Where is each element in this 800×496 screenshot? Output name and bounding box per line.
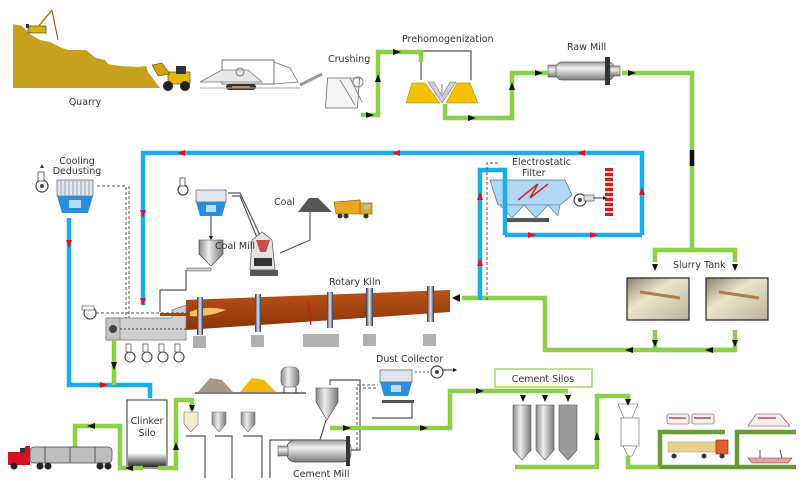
prehomogenization-label: Prehomogenization <box>402 34 494 45</box>
drill-rig-icon <box>26 9 59 41</box>
cooling-label: Cooling <box>59 156 95 167</box>
dust-collector-label: Dust Collector <box>376 354 443 365</box>
flatbed-truck-icon <box>667 439 729 459</box>
separator <box>315 387 339 421</box>
cement-trucks-icon <box>666 413 715 425</box>
dedusting-label: Dedusting <box>53 166 102 177</box>
packing-and-dispatch <box>617 399 796 470</box>
electrostatic-filter-label-2: Filter <box>522 168 546 179</box>
silo-label: Silo <box>138 428 155 439</box>
rotary-kiln-label: Rotary Kiln <box>329 277 381 288</box>
crushing-label: Crushing <box>328 54 370 65</box>
quarry-label: Quarry <box>69 97 102 108</box>
main-fan-icon <box>81 305 97 320</box>
cooler-fan-icons <box>124 343 185 363</box>
rail-wagon-icon <box>747 413 791 427</box>
raw-mill: Raw Mill <box>547 42 621 85</box>
coal-mill-label: Coal Mill <box>215 241 255 252</box>
cement-mill <box>286 439 352 463</box>
coal-label: Coal <box>274 197 295 208</box>
cement-to-silo-line <box>330 388 500 431</box>
coal-pile-icon <box>298 198 332 212</box>
cement-silos-label: Cement Silos <box>512 374 574 385</box>
clinker-silo: Clinker Silo <box>126 399 168 469</box>
wheel-loader-icon <box>151 62 191 91</box>
gas-flow <box>66 150 645 398</box>
vertical-roller-mill-icon <box>249 231 278 276</box>
rail-hopper-car-icon <box>280 366 300 393</box>
cement-mill-area: Dust Collector Cement Mill <box>277 354 457 480</box>
filter-dust-line <box>486 162 500 300</box>
dust-collector-fan-icon <box>415 365 457 379</box>
ship-icon <box>747 449 793 464</box>
kiln-feed-arrow <box>452 294 460 302</box>
coal-truck-icon <box>333 199 373 219</box>
coal-mill-area: Coal Coal Mill <box>159 177 373 305</box>
clinker-to-cement-line <box>158 397 195 471</box>
slurry-tanks: Slurry Tank <box>626 260 769 321</box>
cement-mill-label: Cement Mill <box>293 469 349 480</box>
clinker-label: Clinker <box>131 416 164 427</box>
additive-hoppers <box>183 411 327 478</box>
material-flow-arrows <box>87 49 738 471</box>
cement-flow-arrows <box>343 388 484 431</box>
crusher: Crushing <box>299 54 370 109</box>
rotary-kiln: Rotary Kiln <box>186 277 450 348</box>
additive-stockpiles <box>195 366 306 394</box>
mobile-crusher-icon <box>199 59 300 90</box>
slurry-tank-label: Slurry Tank <box>673 260 726 271</box>
clinker-cooler <box>81 304 187 363</box>
quarry-area: Quarry <box>13 9 300 108</box>
tanker-truck-icon <box>8 446 113 470</box>
prehomogenization-stockpile: Prehomogenization <box>402 34 494 104</box>
quarry-hillside <box>13 24 160 88</box>
cement-silos: Cement Silos <box>494 368 631 470</box>
electrostatic-filter-label-1: Electrostatic <box>512 157 571 168</box>
raw-mill-label: Raw Mill <box>567 42 606 53</box>
cooling-dedusting-filter: Cooling Dedusting <box>35 156 130 330</box>
electrostatic-filter: Electrostatic Filter <box>489 157 613 222</box>
